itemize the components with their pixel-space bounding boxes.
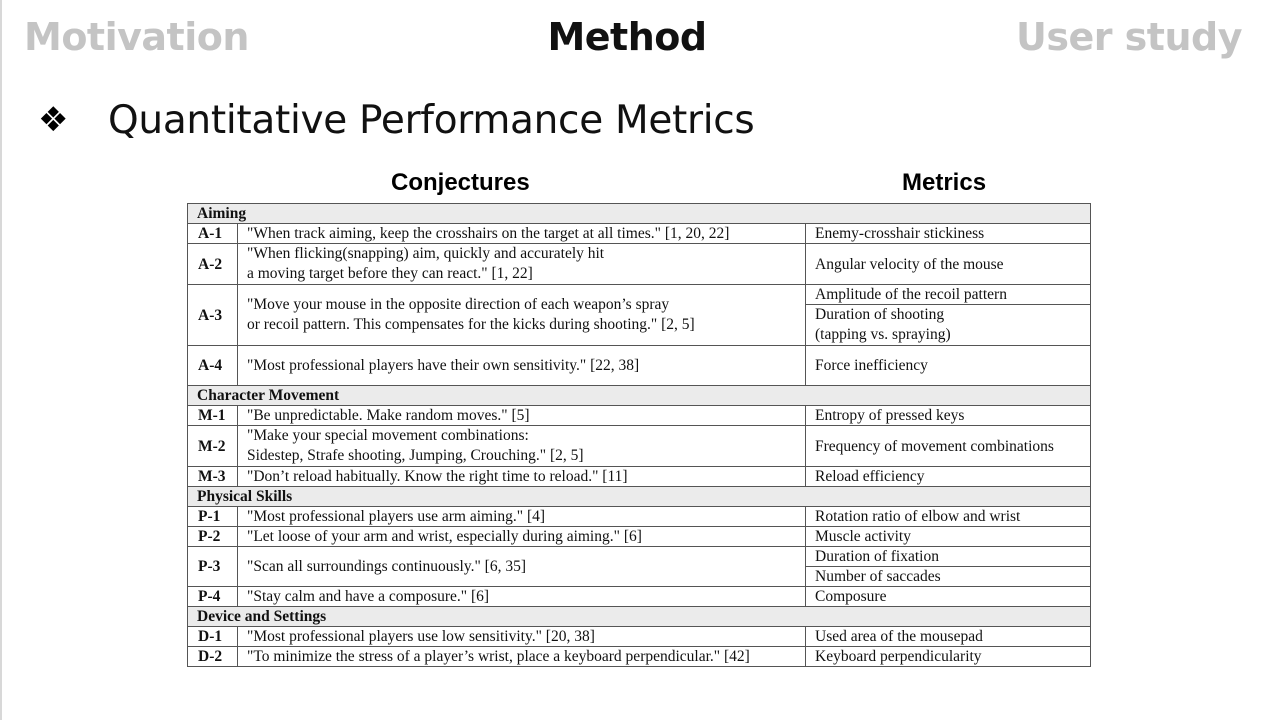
table-row: Duration of shooting (tapping vs. sprayi… [188,304,1092,346]
row-id: P-2 [187,526,238,547]
slide-left-edge [0,0,2,720]
row-id: A-3 [187,284,238,346]
metric-text: Amplitude of the recoil pattern [804,284,1092,305]
row-id: P-3 [187,546,238,587]
metric-text: Angular velocity of the mouse [804,243,1092,285]
conjecture-line: "Move your mouse in the opposite directi… [247,296,670,313]
metric-text: Enemy-crosshair stickiness [804,223,1092,244]
table-row: P-3 "Scan all surroundings continuously.… [187,546,1092,587]
conjecture-line: Sidestep, Strafe shooting, Jumping, Crou… [247,447,584,464]
conjecture-text: "Move your mouse in the opposite directi… [237,284,806,346]
slide-title: Quantitative Performance Metrics [108,98,755,143]
table-row: M-3 "Don’t reload habitually. Know the r… [187,466,1092,487]
section-title: Aiming [186,203,1092,224]
conjecture-text: "Stay calm and have a composure." [6] [237,586,806,607]
table-row: A-3 "Move your mouse in the opposite dir… [187,284,1092,346]
metric-text: Force inefficiency [804,345,1092,386]
conjectures-metrics-table: Aiming A-1 "When track aiming, keep the … [186,203,1092,667]
conjecture-text: "Most professional players use arm aimin… [237,506,806,527]
section-title: Physical Skills [186,486,1092,507]
table-row: M-1 "Be unpredictable. Make random moves… [187,405,1092,426]
nav-method-active[interactable]: Method [547,15,707,59]
row-id: D-2 [187,646,238,667]
nav-motivation[interactable]: Motivation [24,15,249,59]
section-row: Aiming [186,203,1092,224]
metric-text: Duration of fixation [804,546,1092,567]
row-id: D-1 [187,626,238,647]
table-row: A-1 "When track aiming, keep the crossha… [187,223,1092,244]
metric-text: Entropy of pressed keys [804,405,1092,426]
conjecture-text: "When flicking(snapping) aim, quickly an… [237,243,806,285]
conjecture-line: "Make your special movement combinations… [247,427,529,444]
metric-line: Duration of shooting [815,306,945,323]
column-header-conjectures: Conjectures [391,169,530,196]
conjecture-text: "Be unpredictable. Make random moves." [… [237,405,806,426]
table-row: M-2 "Make your special movement combinat… [187,425,1092,467]
table-row: D-2 "To minimize the stress of a player’… [187,646,1092,667]
section-row: Character Movement [186,385,1092,406]
row-id: P-1 [187,506,238,527]
conjecture-text: "Make your special movement combinations… [237,425,806,467]
conjecture-text: "Let loose of your arm and wrist, especi… [237,526,806,547]
table-row: P-1 "Most professional players use arm a… [187,506,1092,527]
table-row: A-2 "When flicking(snapping) aim, quickl… [187,243,1092,285]
row-id: P-4 [187,586,238,607]
conjecture-text: "When track aiming, keep the crosshairs … [237,223,806,244]
conjecture-line: or recoil pattern. This compensates for … [247,316,695,333]
table-row: A-4 "Most professional players have thei… [187,345,1092,386]
metric-text: Duration of shooting (tapping vs. sprayi… [804,304,1092,346]
row-id: M-2 [187,425,238,467]
metric-text: Used area of the mousepad [804,626,1092,647]
metric-text: Frequency of movement combinations [804,425,1092,467]
section-row: Physical Skills [186,486,1092,507]
row-id: A-4 [187,345,238,386]
metric-text: Composure [804,586,1092,607]
row-id: A-1 [187,223,238,244]
metric-line: (tapping vs. spraying) [815,326,951,343]
section-title: Character Movement [186,385,1092,406]
conjecture-text: "Most professional players have their ow… [237,345,806,386]
row-id: M-1 [187,405,238,426]
table-row: P-2 "Let loose of your arm and wrist, es… [187,526,1092,547]
diamond-bullet-icon: ❖ [38,100,69,140]
nav-user-study[interactable]: User study [1015,15,1243,59]
metric-text: Muscle activity [804,526,1092,547]
conjecture-text: "Scan all surroundings continuously." [6… [237,546,806,587]
section-row: Device and Settings [186,606,1092,627]
metric-text: Rotation ratio of elbow and wrist [804,506,1092,527]
conjecture-text: "Don’t reload habitually. Know the right… [237,466,806,487]
conjecture-text: "To minimize the stress of a player’s wr… [237,646,806,667]
table-row: P-4 "Stay calm and have a composure." [6… [187,586,1092,607]
row-id: A-2 [187,243,238,285]
section-title: Device and Settings [186,606,1092,627]
conjecture-text: "Most professional players use low sensi… [237,626,806,647]
conjecture-line: "When flicking(snapping) aim, quickly an… [247,245,605,262]
conjecture-line: a moving target before they can react." … [247,265,533,282]
table-row: D-1 "Most professional players use low s… [187,626,1092,647]
row-id: M-3 [187,466,238,487]
metric-text: Keyboard perpendicularity [804,646,1092,667]
column-header-metrics: Metrics [902,169,987,196]
metric-text: Reload efficiency [804,466,1092,487]
table-row: Number of saccades [188,566,1092,587]
metric-text: Number of saccades [804,566,1092,587]
